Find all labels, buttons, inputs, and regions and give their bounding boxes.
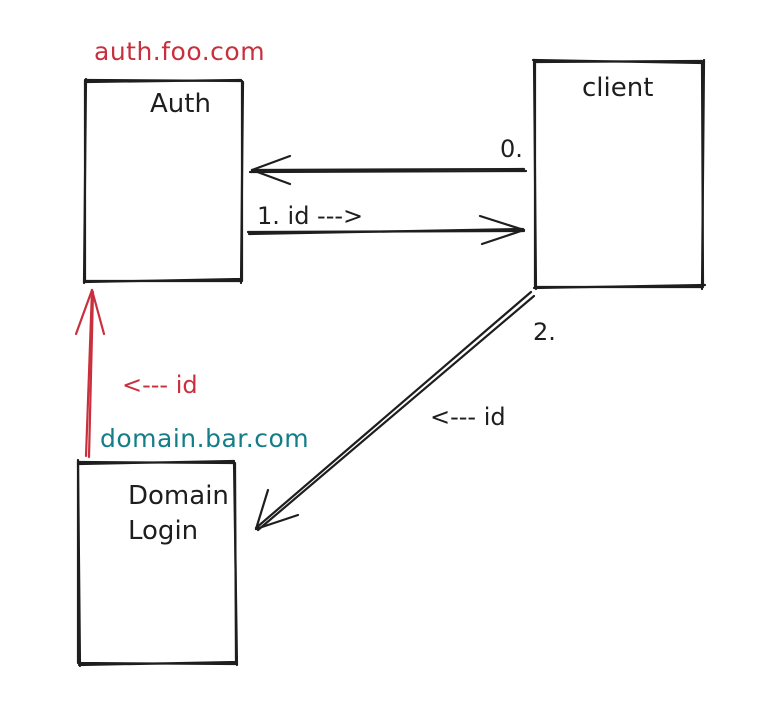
arrow-domain-to-auth [74, 288, 106, 459]
auth-box [82, 77, 245, 285]
domain-box-title-line1: Domain [128, 481, 229, 511]
auth-host-label: auth.foo.com [94, 37, 266, 66]
step2-id-label: <--- id [430, 403, 506, 431]
auth-box-title: Auth [150, 89, 211, 119]
arrow-client-to-auth [248, 154, 528, 186]
domain-box-title-line2: Login [128, 516, 199, 546]
domain-login-box [76, 458, 239, 668]
client-box [531, 58, 707, 291]
step1-label: 1. id ---> [257, 202, 364, 230]
step2-label: 2. [533, 318, 556, 346]
client-box-title: client [582, 73, 654, 103]
domain-host-label: domain.bar.com [100, 424, 310, 453]
redirect-id-label: <--- id [122, 371, 198, 399]
step0-label: 0. [500, 135, 523, 163]
arrow-client-to-domain [254, 290, 536, 532]
arrow-auth-to-client [246, 214, 526, 246]
